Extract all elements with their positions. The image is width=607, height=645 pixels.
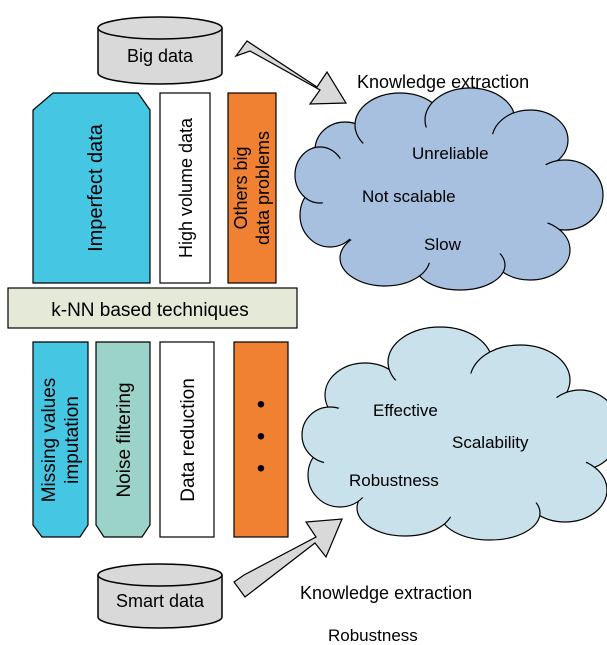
high-volume-data-block xyxy=(159,92,211,284)
noise-filtering-block xyxy=(95,341,151,538)
data-reduction-block xyxy=(159,341,215,538)
big-data-label: Big data xyxy=(127,46,194,66)
others-problems-block xyxy=(227,92,277,284)
big-data-cylinder: Big data xyxy=(97,16,223,85)
top-extraction-arrow xyxy=(234,40,348,105)
others-problems-label: Others big data problems xyxy=(231,131,273,245)
top-cloud xyxy=(294,87,604,291)
cloud-robustness: Robustness xyxy=(349,471,439,490)
bottom-extraction-arrow xyxy=(233,518,343,598)
dot: • xyxy=(257,455,265,482)
smart-data-cylinder: Smart data xyxy=(97,563,223,629)
dot: • xyxy=(257,391,265,418)
missing-values-line-1: Missing values xyxy=(39,378,60,503)
top-extraction-label: Knowledge extraction xyxy=(357,72,529,92)
more-techniques-block xyxy=(233,341,289,538)
bottom-cloud xyxy=(301,326,607,541)
noise-filtering-label: Noise filtering xyxy=(114,382,135,497)
ellipsis-dots: • • • xyxy=(257,391,265,482)
cloud-slow: Slow xyxy=(424,235,462,254)
others-problems-line-2: data problems xyxy=(253,131,273,245)
cloud-effective: Effective xyxy=(373,401,438,420)
high-volume-data-label: High volume data xyxy=(176,117,196,258)
knn-techniques-label: k-NN based techniques xyxy=(51,300,249,321)
imperfect-data-label: Imperfect data xyxy=(85,123,107,252)
data-reduction-label: Data reduction xyxy=(178,378,199,502)
knn-techniques-banner xyxy=(7,287,298,329)
others-problems-line-1: Others big xyxy=(231,146,251,229)
cloud-not-scalable: Not scalable xyxy=(362,187,456,206)
dot: • xyxy=(257,423,265,450)
bottom-extraction-label: Knowledge extraction xyxy=(300,583,472,603)
missing-values-block xyxy=(32,341,89,538)
missing-values-line-2: imputation xyxy=(62,396,83,484)
cloud-unreliable: Unreliable xyxy=(412,144,489,163)
missing-values-label: Missing values imputation xyxy=(39,378,83,503)
cloud-scalability: Scalability xyxy=(452,433,529,452)
smart-data-label: Smart data xyxy=(116,591,205,611)
imperfect-data-block xyxy=(32,92,151,284)
footer-robustness-label: Robustness xyxy=(328,626,418,645)
